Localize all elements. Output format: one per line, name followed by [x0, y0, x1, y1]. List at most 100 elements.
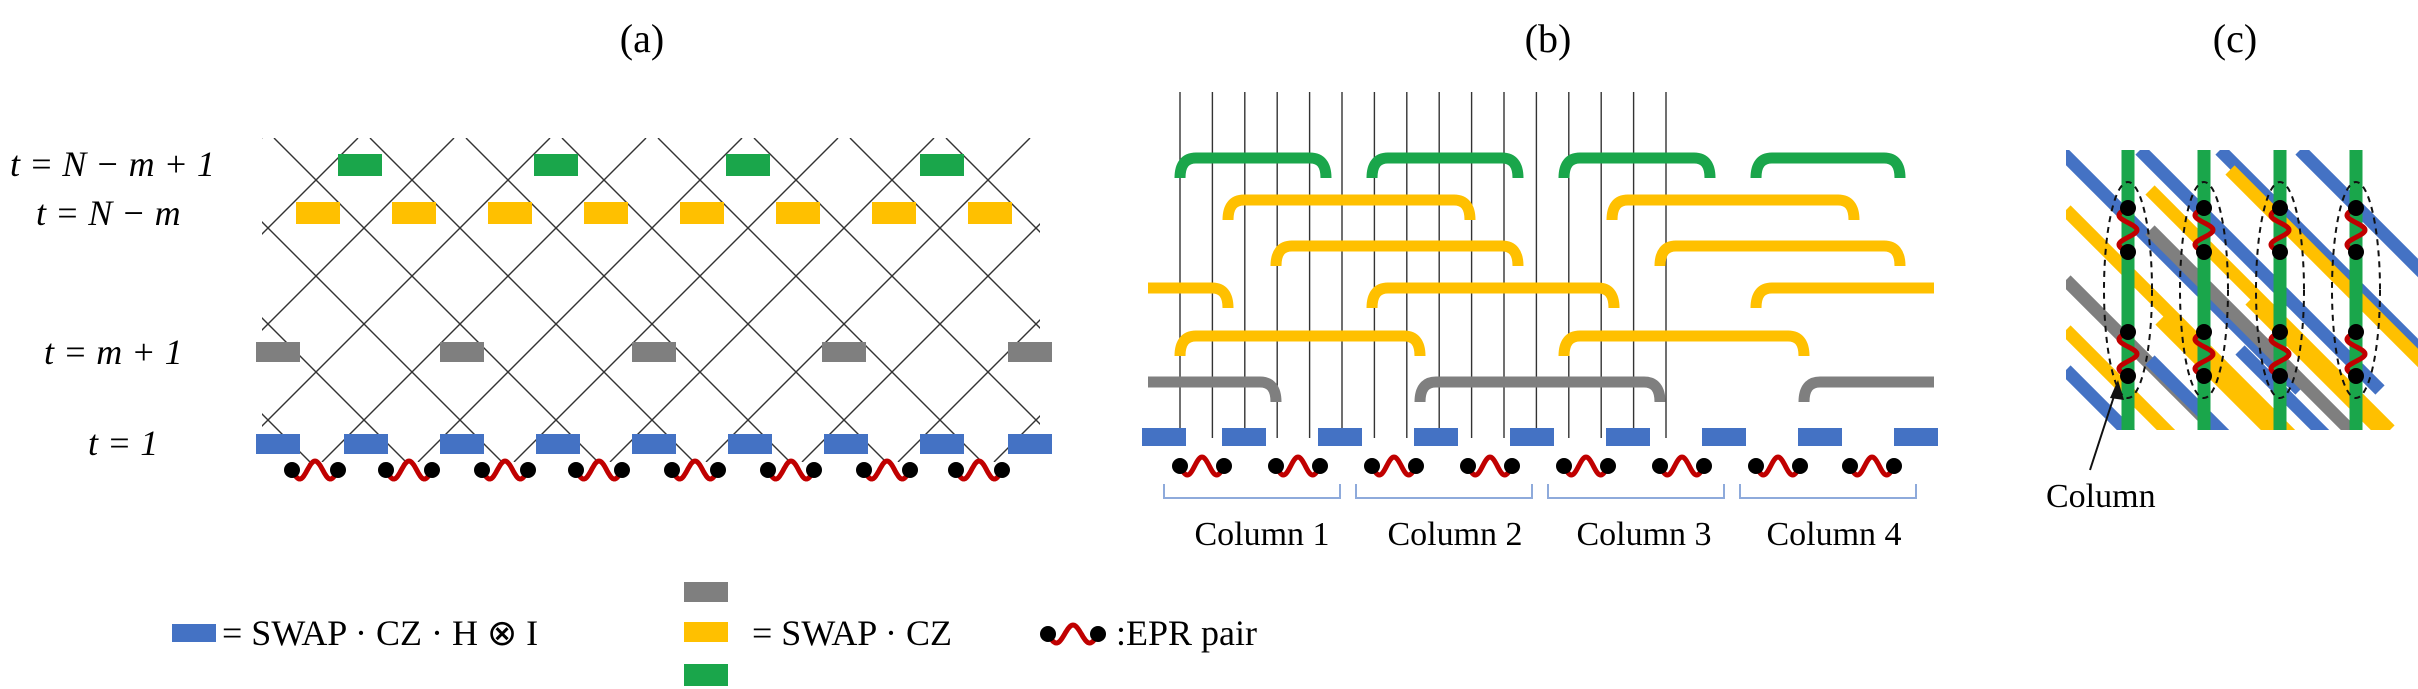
green-gate [726, 154, 770, 176]
epr-wave [2268, 205, 2292, 255]
yellow-gate [680, 202, 724, 224]
qubit-node [2348, 324, 2364, 340]
epr-pair [760, 458, 822, 482]
qubit-node [856, 462, 872, 478]
qubit-node [1090, 626, 1106, 642]
diagonal-gate-line [2245, 295, 2390, 430]
green-gate [920, 154, 964, 176]
qubit-node [2348, 200, 2364, 216]
epr-pair [568, 458, 630, 482]
qubit-node [1504, 458, 1520, 474]
diagonal-wire [897, 319, 1040, 462]
qubit-node [1652, 458, 1668, 474]
legend-blue-swatch [172, 624, 216, 642]
diagonal-wire [262, 138, 455, 331]
qubit-node [568, 462, 584, 478]
epr-pair [378, 458, 440, 482]
qubit-node [2120, 368, 2136, 384]
gray-gate [256, 342, 300, 362]
epr-pair [1652, 454, 1712, 478]
qubit-node [2272, 244, 2288, 260]
qubit-node [614, 462, 630, 478]
qubit-node [424, 462, 440, 478]
diagonal-wire [1330, 138, 1654, 462]
epr-wave [2344, 329, 2368, 379]
qubit-node [1792, 458, 1808, 474]
qubit-node [710, 462, 726, 478]
epr-wave [289, 458, 341, 482]
epr-wave [1847, 454, 1897, 478]
yellow-gate [872, 202, 916, 224]
diagonal-wire [1042, 138, 1366, 462]
qubit-node [2196, 324, 2212, 340]
gray-gate [632, 342, 676, 362]
qubit-node [2272, 324, 2288, 340]
epr-pair [2116, 324, 2140, 384]
panel-a-epr-pairs [284, 458, 1010, 482]
column-label-1: Column 1 [1194, 516, 1329, 553]
epr-pair [2116, 200, 2140, 260]
epr-pair [856, 458, 918, 482]
epr-pair [1556, 454, 1616, 478]
epr-wave [1561, 454, 1611, 478]
qubit-node [2272, 200, 2288, 216]
blue-gate [1798, 428, 1842, 446]
qubit-node [474, 462, 490, 478]
diagonal-wire [1090, 138, 1414, 462]
panel-a-diagonals [262, 138, 1654, 462]
green-gate [1558, 152, 1716, 179]
annotation-arrow [2089, 389, 2117, 471]
epr-wave [2192, 205, 2216, 255]
panel-c-circuit: Column [2046, 150, 2418, 515]
qubit-node [520, 462, 536, 478]
epr-pair [2268, 200, 2292, 260]
epr-pair [1172, 454, 1232, 478]
qubit-node [1040, 626, 1056, 642]
column-bracket [1739, 484, 1917, 499]
legend-blue-text: = SWAP · CZ · H ⊗ I [222, 613, 538, 653]
yellow-gate [392, 202, 436, 224]
epr-wave [383, 458, 435, 482]
qubit-node [664, 462, 680, 478]
blue-gate [728, 434, 772, 454]
epr-wave [1177, 454, 1227, 478]
column-ellipse [2255, 181, 2305, 399]
time-label-n-m-plus-1: t = N − m + 1 [10, 144, 215, 184]
blue-gate [1894, 428, 1938, 446]
diagonal-wire [609, 138, 935, 462]
diagonal-wire [262, 138, 359, 235]
diagonal-wire [262, 221, 503, 462]
yellow-gate [1222, 194, 1476, 221]
diagonal-wire [657, 138, 983, 462]
diagonal-wire [513, 138, 839, 462]
column-bracket [1355, 484, 1533, 499]
panel-b-label: (b) [1525, 16, 1572, 61]
epr-pair [2192, 200, 2216, 260]
green-gate [338, 154, 382, 176]
blue-gate [1414, 428, 1458, 446]
epr-pair [1748, 454, 1808, 478]
diagonal-wire [705, 138, 1031, 462]
epr-pair [2192, 324, 2216, 384]
diagonal-wire [465, 138, 791, 462]
panel-b-column-brackets [1163, 484, 1917, 499]
epr-pair [2268, 324, 2292, 384]
panel-a-label: (a) [620, 16, 664, 61]
qubit-node [378, 462, 394, 478]
green-gate [1366, 152, 1524, 179]
diagonal-gate-line [2066, 325, 2176, 430]
gray-gate [1148, 376, 1282, 403]
qubit-node [994, 462, 1010, 478]
blue-gate [632, 434, 676, 454]
gray-gate [1798, 376, 1934, 403]
yellow-gate [1606, 194, 1860, 221]
qubit-node [1268, 458, 1284, 474]
time-label-1: t = 1 [88, 423, 158, 463]
yellow-gate [1366, 282, 1620, 309]
diagonal-gate-line [2295, 150, 2418, 278]
column-ellipse [2103, 181, 2153, 399]
diagonal-wire [1186, 138, 1510, 462]
yellow-gate [1750, 282, 1934, 309]
yellow-gate [1558, 330, 1810, 357]
diagonal-wire [1282, 138, 1606, 462]
